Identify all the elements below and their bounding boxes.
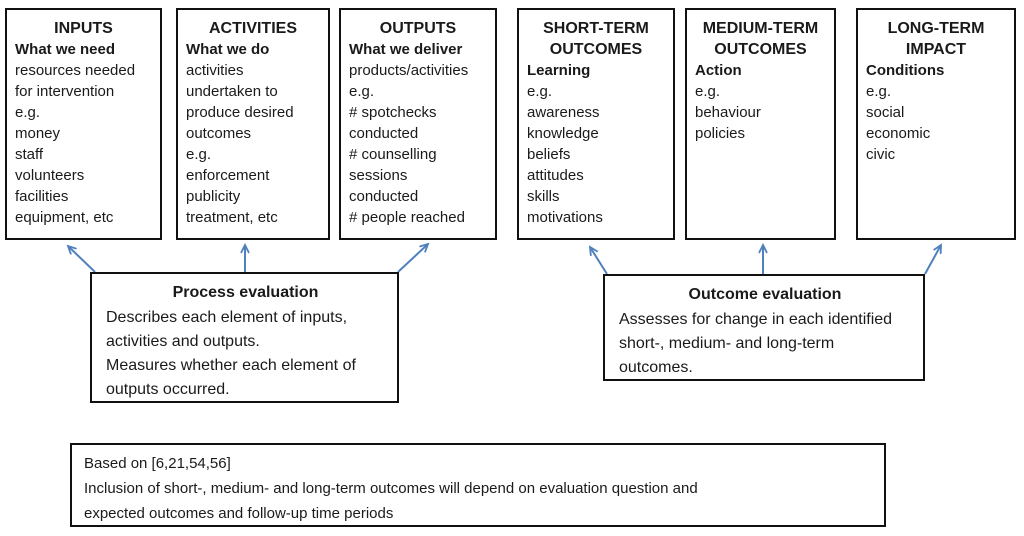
short-term-outcomes-title: SHORT-TERM OUTCOMES xyxy=(543,20,649,58)
text-line: beliefs xyxy=(527,146,571,163)
text-line: equipment, etc xyxy=(15,209,114,226)
text-line: e.g. xyxy=(695,83,721,100)
text-line: undertaken to xyxy=(186,83,278,100)
short-term-outcomes-box: SHORT-TERM OUTCOMES Learning e.g. awarene… xyxy=(517,8,675,240)
text-line: money xyxy=(15,125,61,142)
text-line: skills xyxy=(527,188,560,205)
text-line: publicity xyxy=(186,188,241,205)
long-term-impact-lines: e.g. social economic civic xyxy=(866,81,1006,165)
arrow-to-outputs-icon xyxy=(397,244,428,273)
activities-box: ACTIVITIES What we do activities undertak… xyxy=(176,8,330,240)
medium-term-outcomes-title: MEDIUM-TERM OUTCOMES xyxy=(702,20,819,58)
text-line: outputs occurred. xyxy=(106,381,230,398)
outcome-evaluation-title: Outcome evaluation xyxy=(688,286,842,303)
text-line: for intervention xyxy=(15,83,115,100)
inputs-lines: resources needed for intervention e.g. mone… xyxy=(15,60,152,228)
outputs-box: OUTPUTS What we deliver products/activit… xyxy=(339,8,497,240)
text-line: volunteers xyxy=(15,167,85,184)
short-term-outcomes-subtitle: Learning xyxy=(527,62,591,79)
text-line: knowledge xyxy=(527,125,599,142)
arrow-to-short-term-icon xyxy=(590,247,608,275)
arrow-to-long-term-icon xyxy=(924,245,941,275)
process-evaluation-title: Process evaluation xyxy=(172,284,319,301)
text-line: outcomes. xyxy=(619,359,693,376)
text-line: e.g. xyxy=(186,146,212,163)
text-line: Describes each element of inputs, xyxy=(106,309,348,326)
arrow-to-inputs-icon xyxy=(68,246,96,273)
text-line: products/activities xyxy=(349,62,469,79)
text-line: activities xyxy=(186,62,244,79)
medium-term-outcomes-box: MEDIUM-TERM OUTCOMES Action e.g. behaviou… xyxy=(685,8,836,240)
outputs-subtitle: What we deliver xyxy=(349,41,463,58)
process-evaluation-box: Process evaluation Describes each elemen… xyxy=(90,272,399,403)
inputs-title: INPUTS xyxy=(54,20,113,37)
text-line: attitudes xyxy=(527,167,584,184)
long-term-impact-title: LONG-TERM IMPACT xyxy=(887,20,985,58)
text-line: e.g. xyxy=(866,83,892,100)
text-line: motivations xyxy=(527,209,603,226)
medium-term-outcomes-lines: e.g. behaviour policies xyxy=(695,81,826,144)
text-line: awareness xyxy=(527,104,600,121)
text-line: # people reached xyxy=(349,209,465,226)
outcome-evaluation-box: Outcome evaluation Assesses for change i… xyxy=(603,274,925,381)
text-line: expected outcomes and follow-up time per… xyxy=(84,505,394,522)
text-line: treatment, etc xyxy=(186,209,278,226)
inputs-subtitle: What we need xyxy=(15,41,116,58)
activities-title: ACTIVITIES xyxy=(208,20,297,37)
long-term-impact-subtitle: Conditions xyxy=(866,62,945,79)
text-line: civic xyxy=(866,146,896,163)
text-line: Inclusion of short-, medium- and long-te… xyxy=(84,480,698,497)
short-term-outcomes-lines: e.g. awareness knowledge beliefs attitudes sk… xyxy=(527,81,665,228)
text-line: resources needed xyxy=(15,62,136,79)
outputs-title: OUTPUTS xyxy=(379,20,457,37)
footnote-box: Based on [6,21,54,56] Inclusion of short-… xyxy=(70,443,886,527)
text-line: e.g. xyxy=(15,104,41,121)
text-line: short-, medium- and long-term xyxy=(619,335,835,352)
text-line: e.g. xyxy=(349,83,375,100)
text-line: Measures whether each element of xyxy=(106,357,356,374)
text-line: conducted xyxy=(349,188,419,205)
text-line: Assesses for change in each identified xyxy=(619,311,893,328)
footnote-lines: Based on [6,21,54,56] Inclusion of short-… xyxy=(84,451,872,526)
text-line: behaviour xyxy=(695,104,761,121)
text-line: produce desired xyxy=(186,104,294,121)
activities-subtitle: What we do xyxy=(186,41,270,58)
long-term-impact-box: LONG-TERM IMPACT Conditions e.g. social ec… xyxy=(856,8,1016,240)
text-line: economic xyxy=(866,125,931,142)
outcome-evaluation-lines: Assesses for change in each identified sh… xyxy=(619,308,911,380)
text-line: # spotchecks xyxy=(349,104,437,121)
text-line: outcomes xyxy=(186,125,252,142)
text-line: sessions xyxy=(349,167,408,184)
text-line: facilities xyxy=(15,188,69,205)
text-line: staff xyxy=(15,146,44,163)
text-line: enforcement xyxy=(186,167,270,184)
text-line: activities and outputs. xyxy=(106,333,260,350)
activities-lines: activities undertaken to produce desired ou… xyxy=(186,60,320,228)
outputs-lines: products/activities e.g. # spotchecks condu… xyxy=(349,60,487,228)
process-evaluation-lines: Describes each element of inputs, activit… xyxy=(106,306,385,402)
text-line: social xyxy=(866,104,905,121)
text-line: Based on [6,21,54,56] xyxy=(84,455,231,472)
inputs-box: INPUTS What we need resources needed for … xyxy=(5,8,162,240)
medium-term-outcomes-subtitle: Action xyxy=(695,62,742,79)
text-line: e.g. xyxy=(527,83,553,100)
text-line: conducted xyxy=(349,125,419,142)
text-line: # counselling xyxy=(349,146,437,163)
text-line: policies xyxy=(695,125,746,142)
